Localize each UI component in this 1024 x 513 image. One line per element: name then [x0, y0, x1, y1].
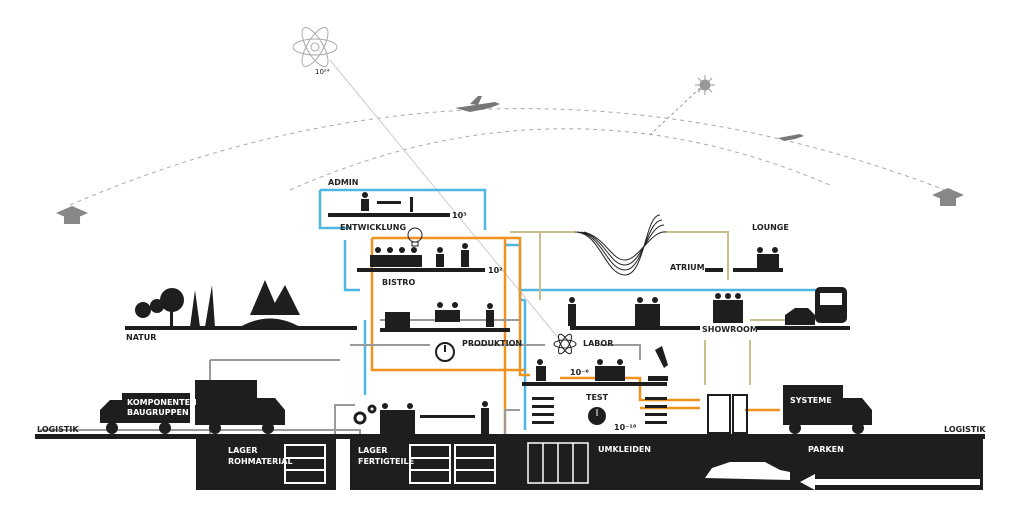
produktion-floor	[380, 328, 510, 332]
airplane-icon	[455, 96, 500, 112]
atom-scale: 10²⁴	[315, 68, 330, 76]
truck-left-icon	[100, 380, 285, 434]
train-icon	[815, 287, 847, 323]
shelf-icon	[409, 444, 451, 484]
umkleiden-label: UMKLEIDEN	[598, 445, 651, 454]
rohmaterial-label: ROHMATERIAL	[228, 457, 293, 466]
checklist-icon	[532, 397, 667, 424]
atom-labor-icon	[553, 333, 577, 355]
sun-icon	[695, 75, 715, 95]
people-icons	[361, 192, 779, 434]
truck-right-icon	[783, 385, 872, 434]
produktion-label: PRODUKTION	[462, 339, 522, 348]
car-showroom-icon	[785, 308, 815, 325]
atrium-floor	[705, 268, 723, 272]
komponenten-label: KOMPONENTEN	[127, 398, 197, 407]
flight-arc	[69, 108, 946, 206]
systeme-label: SYSTEME	[790, 396, 832, 405]
showroom-label: SHOWROOM	[702, 325, 758, 334]
test-label: TEST	[586, 393, 609, 402]
parking-arrow-icon	[800, 474, 980, 490]
graduation-cap-icon	[56, 206, 88, 224]
admin-label: ADMIN	[328, 178, 358, 187]
lager-rohmaterial-label: LAGER	[228, 446, 257, 455]
atrium-label: ATRIUM	[670, 263, 705, 272]
entwicklung-label: ENTWICKLUNG	[340, 223, 406, 232]
bistro-scale: 10²	[488, 266, 503, 275]
admin-scale: 10³	[452, 211, 467, 220]
labor-scale: 10⁻⁶	[570, 368, 589, 377]
natur-label: NATUR	[126, 333, 156, 342]
sine-wave-icon	[574, 214, 667, 276]
lager-fertigteile-label: LAGER	[358, 446, 387, 455]
flight-arc-inner	[289, 128, 831, 191]
ground-line	[35, 434, 985, 439]
car-icon	[705, 462, 790, 480]
gear-icon	[353, 404, 377, 425]
umkleiden-floor	[520, 435, 690, 439]
logistik-left-label: LOGISTIK	[37, 425, 79, 434]
machine-icon	[707, 394, 748, 434]
blue-flow	[318, 188, 830, 430]
labor-floor	[522, 382, 667, 386]
fertigteile-label: FERTIGTEILE	[358, 457, 414, 466]
bistro-label: BISTRO	[382, 278, 415, 287]
stopwatch-icon	[435, 342, 455, 362]
shelf-icon	[454, 444, 496, 484]
microscope-icon	[648, 346, 668, 381]
baugruppen-label: BAUGRUPPEN	[127, 408, 189, 417]
test-scale: 10⁻¹⁸	[614, 423, 637, 432]
locker-icon	[527, 442, 589, 484]
shelf-icon	[284, 444, 326, 484]
airplane-icon	[778, 134, 804, 141]
labor-label: LABOR	[583, 339, 613, 348]
lounge-floor	[733, 268, 783, 272]
atom-icon	[292, 27, 338, 67]
logistik-right-label: LOGISTIK	[944, 425, 986, 434]
parken-label: PARKEN	[808, 445, 844, 454]
basement-left	[196, 438, 336, 490]
natur-floor	[125, 326, 357, 330]
lightbulb-icon	[407, 227, 423, 247]
graduation-cap-icon	[932, 188, 964, 206]
atom-ray	[329, 59, 561, 341]
sun-ray	[649, 87, 701, 136]
trees-icon	[135, 280, 300, 327]
admin-floor	[328, 213, 450, 217]
lounge-label: LOUNGE	[752, 223, 789, 232]
bistro-floor	[357, 268, 485, 272]
test-dial-icon	[588, 407, 606, 425]
